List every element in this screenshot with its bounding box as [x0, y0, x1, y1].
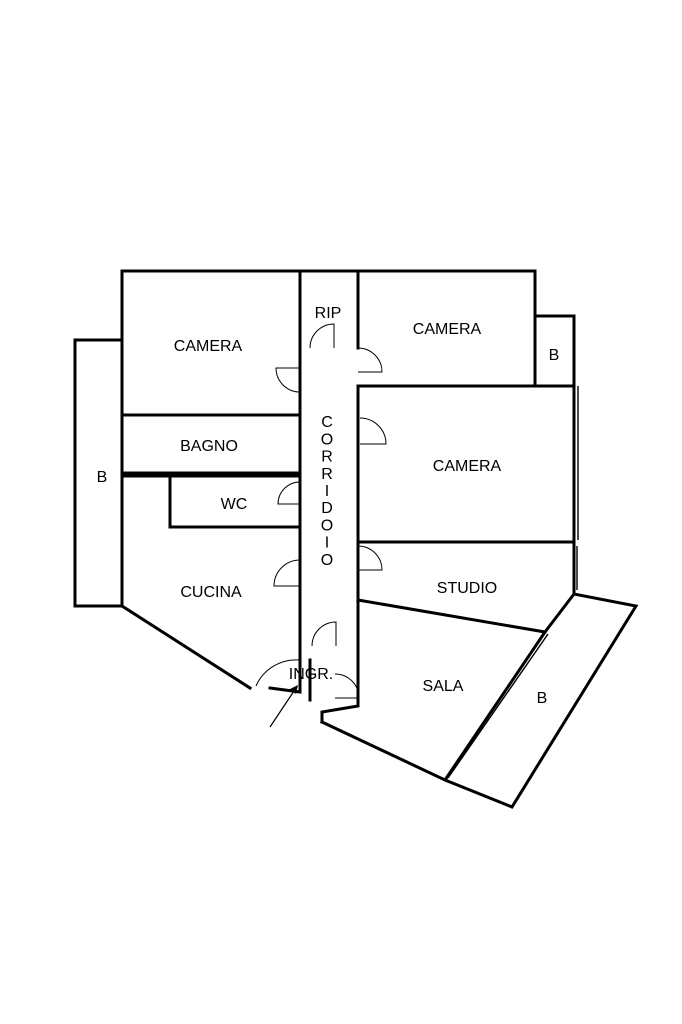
label-rip: RIP [315, 305, 342, 322]
label-camera-nw: CAMERA [174, 338, 243, 355]
corridor-letter: O [321, 517, 333, 534]
room-cucina [120, 474, 253, 691]
door-camera-e [359, 417, 387, 445]
door-camera-nw [275, 367, 301, 393]
label-wc: WC [221, 496, 248, 513]
corridor-letter: D [321, 500, 333, 517]
door-camera-ne [357, 347, 383, 373]
sala-window [447, 633, 549, 779]
corridor-letter: C [321, 414, 333, 431]
corridor-letter: I [325, 483, 329, 500]
label-balcony-ne: B [549, 347, 560, 364]
label-camera-ne: CAMERA [413, 321, 482, 338]
entrance-arrow-icon [269, 685, 298, 728]
door-entrance [255, 659, 301, 687]
door-sala [334, 673, 360, 699]
door-swings [255, 323, 387, 699]
label-sala: SALA [423, 678, 464, 695]
door-ingresso [311, 621, 337, 647]
room-bagno [120, 413, 302, 475]
label-ingresso: INGR. [289, 666, 333, 683]
label-balcony-se: B [537, 690, 548, 707]
corridor-letter: I [325, 535, 329, 552]
room-camera-e [356, 384, 576, 544]
door-wc [277, 481, 301, 505]
door-rip [309, 323, 335, 349]
label-bagno: BAGNO [180, 438, 238, 455]
corridor-letter: R [321, 466, 333, 483]
room-sala [320, 592, 639, 809]
corridor-letter: O [321, 431, 333, 448]
corridor-letter: O [321, 552, 333, 569]
corridor-letter: R [321, 449, 333, 466]
door-studio [357, 545, 383, 571]
room-studio [356, 540, 576, 634]
label-cucina: CUCINA [180, 584, 242, 601]
label-camera-e: CAMERA [433, 458, 502, 475]
door-cucina [273, 559, 301, 587]
label-balcony-w: B [97, 469, 108, 486]
label-studio: STUDIO [437, 580, 497, 597]
room-ingresso [268, 648, 360, 724]
